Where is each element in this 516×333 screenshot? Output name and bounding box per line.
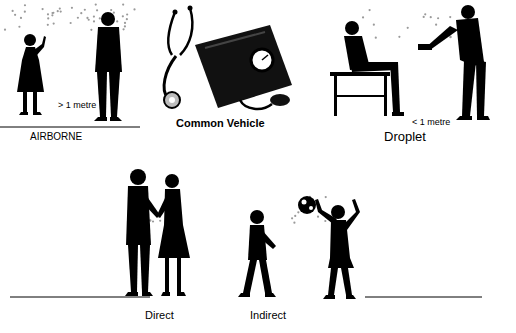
droplet-dot — [362, 16, 364, 18]
droplet-dot — [86, 17, 88, 19]
droplet-dot — [435, 24, 437, 26]
mode-label: Indirect — [250, 309, 286, 321]
droplet-dot — [291, 217, 293, 219]
droplet-dot — [113, 12, 115, 14]
droplet-dot — [126, 18, 128, 20]
droplet-dot — [96, 9, 98, 11]
indirect-figures — [238, 196, 360, 299]
mode-label: Direct — [145, 309, 174, 321]
droplet-dot — [14, 14, 16, 16]
droplet-dot — [77, 17, 79, 19]
droplet-dot — [133, 8, 135, 10]
droplet-dot — [449, 36, 451, 38]
droplet-dot — [122, 15, 124, 17]
droplet-dot — [124, 22, 126, 24]
distance-label: > 1 metre — [58, 101, 96, 111]
droplet-dot — [47, 17, 49, 19]
droplet-dot — [297, 211, 299, 213]
droplet-dot — [369, 9, 371, 11]
droplet-dot — [407, 27, 409, 29]
droplet-dot — [24, 11, 26, 13]
droplet-dot — [53, 22, 55, 24]
droplet-dot — [93, 15, 95, 17]
mode-label: AIRBORNE — [30, 131, 82, 142]
droplet-dot — [84, 9, 86, 11]
droplet-dot — [398, 36, 400, 38]
droplet-dot — [122, 3, 124, 5]
droplet-dot — [424, 13, 426, 15]
droplet-dot — [70, 22, 72, 24]
droplet-dot — [375, 37, 377, 39]
distance-label: < 1 metre — [412, 118, 450, 128]
droplet-dot — [293, 222, 295, 224]
droplet-dot — [449, 16, 451, 18]
droplet-dot — [124, 25, 126, 27]
droplet-dot — [71, 7, 73, 9]
droplet-dot — [95, 3, 97, 5]
droplet-dot — [47, 13, 49, 15]
droplet-dot — [59, 7, 61, 9]
droplet-dot — [423, 16, 425, 18]
droplet-dot — [57, 10, 59, 12]
droplet-dot — [47, 24, 49, 26]
droplet-dot — [152, 220, 154, 222]
droplet-dot — [24, 4, 26, 6]
droplet-dot — [60, 10, 62, 12]
droplet-dot — [93, 20, 95, 22]
droplet-dot — [99, 17, 101, 19]
stethoscope-and-cuff — [164, 6, 292, 109]
droplet-dot — [4, 29, 6, 31]
droplet-dot — [110, 9, 112, 11]
droplet-dot — [20, 17, 22, 19]
airborne-figures — [17, 12, 122, 121]
droplet-dot — [449, 36, 451, 38]
droplet-dot — [324, 220, 326, 222]
droplet-dot — [51, 14, 53, 16]
droplet-dot — [126, 13, 128, 15]
droplet-dot — [437, 17, 439, 19]
droplet-dot — [80, 12, 82, 14]
droplet-figures — [330, 5, 490, 120]
droplet-dot — [430, 16, 432, 18]
droplet-dot — [18, 26, 20, 28]
droplet-dot — [52, 12, 54, 14]
droplet-dot — [325, 196, 327, 198]
mode-label: Droplet — [384, 130, 426, 144]
droplet-dot — [122, 28, 124, 30]
direct-figures — [125, 169, 190, 296]
droplet-dot — [42, 8, 44, 10]
droplet-dot — [88, 19, 90, 21]
droplet-dot — [317, 216, 319, 218]
droplet-dot — [294, 215, 296, 217]
droplet-dot — [159, 220, 161, 222]
droplet-dot — [373, 24, 375, 26]
droplet-dot — [51, 12, 53, 14]
mode-label: Common Vehicle — [176, 117, 265, 129]
droplet-dot — [90, 29, 92, 31]
droplet-dot — [116, 20, 118, 22]
droplet-dot — [12, 10, 14, 12]
